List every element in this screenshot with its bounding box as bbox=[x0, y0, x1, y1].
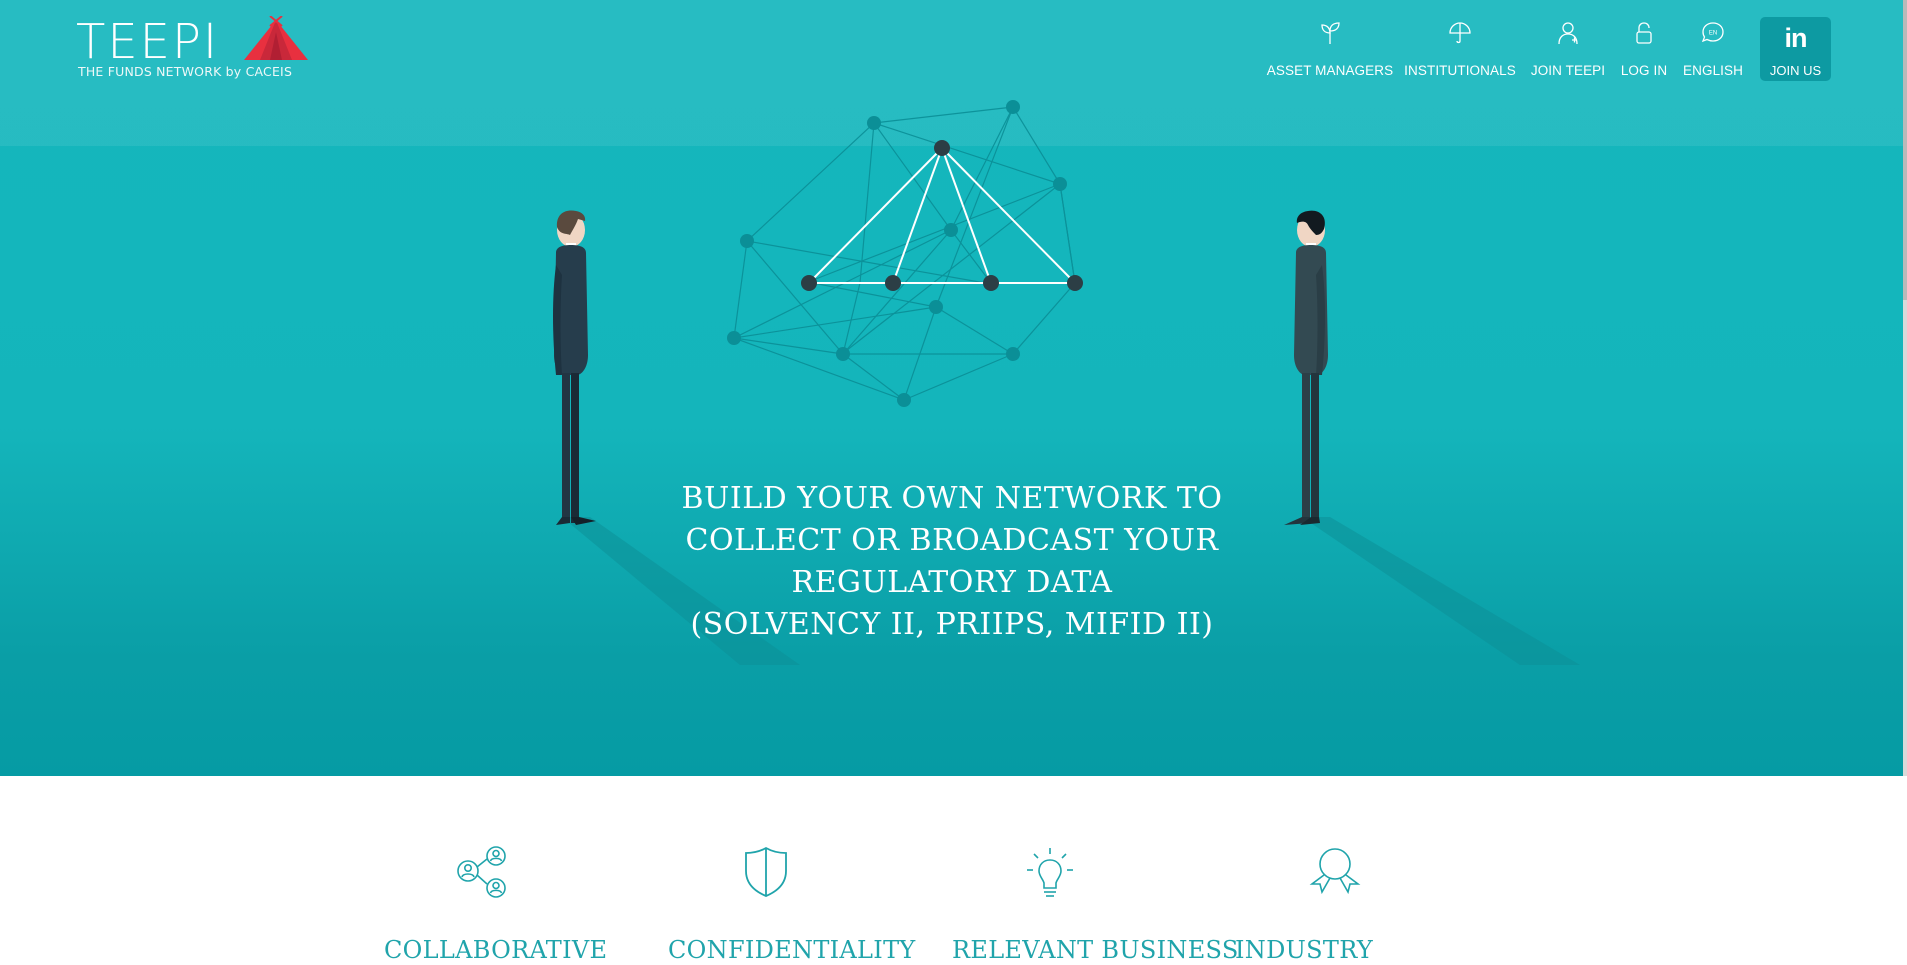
feature-title-relevant-business: RELEVANT BUSINESS bbox=[952, 936, 1239, 964]
teepi-logo[interactable]: TEEPI THE FUNDS NETWORK by CACEIS bbox=[76, 14, 316, 84]
sprout-icon bbox=[1321, 22, 1340, 44]
network-graph-illustration bbox=[727, 100, 1083, 407]
feature-title-industry: INDUSTRY bbox=[1235, 936, 1373, 964]
nav-institutionals[interactable]: INSTITUTIONALS bbox=[1404, 16, 1516, 82]
nav-label-join-teepi: JOIN TEEPI bbox=[1530, 63, 1606, 78]
scrollbar-thumb[interactable] bbox=[1903, 0, 1907, 300]
feature-title-collaborative: COLLABORATIVE bbox=[384, 936, 608, 964]
nav-label-asset-managers: ASSET MANAGERS bbox=[1266, 63, 1394, 78]
page-scrollbar[interactable] bbox=[1903, 0, 1907, 776]
logo-tagline: THE FUNDS NETWORK by CACEIS bbox=[78, 64, 293, 79]
feature-title-confidentiality: CONFIDENTIALITY bbox=[668, 936, 916, 964]
nav-join-teepi[interactable]: JOIN TEEPI bbox=[1530, 16, 1606, 82]
headline-line-4: (SOLVENCY II, PRIIPS, MIFID II) bbox=[690, 607, 1214, 642]
umbrella-icon bbox=[1449, 22, 1471, 44]
header-band bbox=[0, 0, 1903, 146]
user-add-icon bbox=[1558, 22, 1578, 45]
businessman-right-illustration bbox=[1284, 210, 1580, 665]
features-section: COLLABORATIVE CONFIDENTIALITY RELEVANT B… bbox=[0, 776, 1907, 965]
svg-text:EN: EN bbox=[1709, 31, 1717, 37]
shield-icon bbox=[745, 846, 787, 897]
join-us-button[interactable]: in JOIN US bbox=[1760, 17, 1831, 81]
hero-section: TEEPI THE FUNDS NETWORK by CACEIS ASSET … bbox=[0, 0, 1903, 776]
nav-language[interactable]: EN ENGLISH bbox=[1683, 16, 1743, 82]
headline-line-1: BUILD YOUR OWN NETWORK TO bbox=[681, 481, 1223, 516]
award-ribbon-icon bbox=[1309, 848, 1361, 895]
headline-line-3: REGULATORY DATA bbox=[791, 565, 1113, 600]
linkedin-icon: in bbox=[1784, 23, 1808, 53]
language-bubble-icon: EN bbox=[1701, 22, 1724, 43]
logo-wordmark: TEEPI bbox=[76, 14, 220, 70]
lightbulb-icon bbox=[1027, 848, 1073, 897]
tent-logo-icon bbox=[244, 16, 308, 60]
hero-headline: BUILD YOUR OWN NETWORK TO COLLECT OR BRO… bbox=[600, 478, 1304, 646]
headline-line-2: COLLECT OR BROADCAST YOUR bbox=[685, 523, 1219, 558]
nav-label-english: ENGLISH bbox=[1683, 63, 1743, 78]
nav-asset-managers[interactable]: ASSET MANAGERS bbox=[1267, 16, 1393, 82]
people-network-icon bbox=[457, 846, 506, 898]
nav-label-institutionals: INSTITUTIONALS bbox=[1404, 63, 1516, 78]
businessman-left-illustration bbox=[553, 210, 800, 665]
lock-icon bbox=[1636, 22, 1652, 44]
nav-log-in[interactable]: LOG IN bbox=[1618, 16, 1670, 82]
nav-label-log-in: LOG IN bbox=[1620, 63, 1668, 78]
join-us-label: JOIN US bbox=[1769, 63, 1822, 78]
